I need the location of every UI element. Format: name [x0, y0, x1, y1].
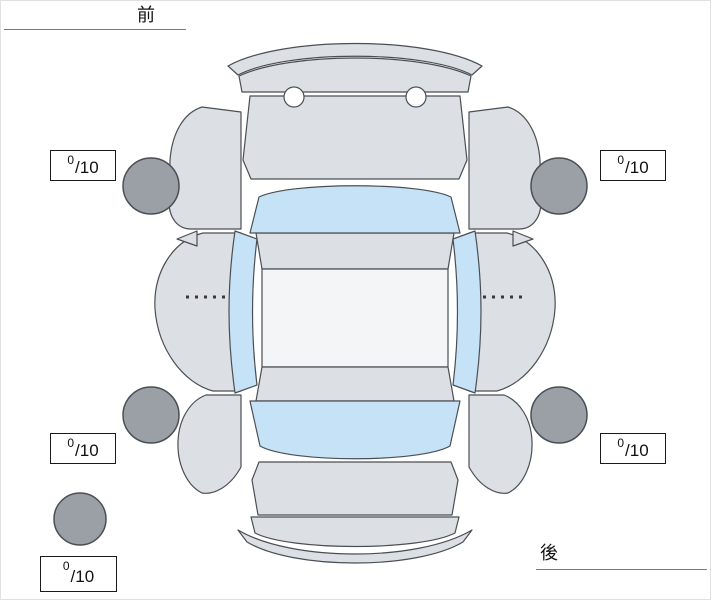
- tread-score-denominator: /10: [70, 566, 95, 586]
- left-rear-quarter-panel: [177, 394, 242, 494]
- rear-window-glass: [249, 400, 461, 460]
- tread-score-value: 0: [67, 436, 75, 450]
- right-side-mirror-icon: [512, 230, 534, 247]
- front-label: 前: [137, 5, 155, 25]
- windshield-glass: [249, 185, 461, 234]
- tread-score-value: 0: [617, 153, 625, 167]
- rear-label: 後: [540, 543, 558, 563]
- front-roof-header: [255, 232, 455, 270]
- left-door-panel: [154, 232, 242, 392]
- hood: [242, 95, 468, 180]
- tread-score-denominator: /10: [625, 441, 649, 460]
- rear-spoiler: [237, 529, 473, 564]
- front-left-tire: [122, 157, 180, 215]
- left-side-mirror-icon: [176, 230, 198, 247]
- tread-score-denominator: /10: [625, 158, 649, 177]
- right-side-window-glass: [452, 230, 482, 394]
- tread-score-denominator: /10: [75, 158, 99, 177]
- rear-left-tire: [122, 386, 180, 444]
- tread-score-value: 0: [617, 436, 625, 450]
- front-spoiler: [227, 42, 483, 76]
- tread-score-front-right: 0 /10: [600, 150, 666, 181]
- front-bumper: [238, 57, 472, 93]
- right-door-panel: [468, 232, 556, 392]
- tread-score-value: 0: [67, 153, 75, 167]
- tread-score-value: 0: [62, 559, 70, 573]
- rear-divider-line: [536, 569, 707, 570]
- front-divider-line: [4, 29, 186, 30]
- hood-detail-right-icon: [405, 86, 427, 108]
- tread-score-spare: 0 /10: [40, 556, 117, 592]
- right-rear-quarter-panel: [468, 394, 533, 494]
- right-front-fender: [468, 106, 542, 230]
- tread-score-rear-right: 0 /10: [600, 433, 666, 464]
- left-front-fender: [168, 106, 242, 230]
- front-right-tire: [530, 157, 588, 215]
- hood-detail-left-icon: [283, 86, 305, 108]
- rear-roof-header: [255, 366, 455, 402]
- tread-score-denominator: /10: [75, 441, 99, 460]
- trunk-lid: [251, 461, 459, 516]
- tread-score-rear-left: 0 /10: [50, 433, 116, 464]
- spare-tire: [53, 492, 107, 546]
- left-side-window-glass: [228, 230, 258, 394]
- roof-panel: [261, 268, 449, 368]
- rear-bumper: [250, 516, 460, 548]
- rear-right-tire: [530, 386, 588, 444]
- tread-score-front-left: 0 /10: [50, 150, 116, 181]
